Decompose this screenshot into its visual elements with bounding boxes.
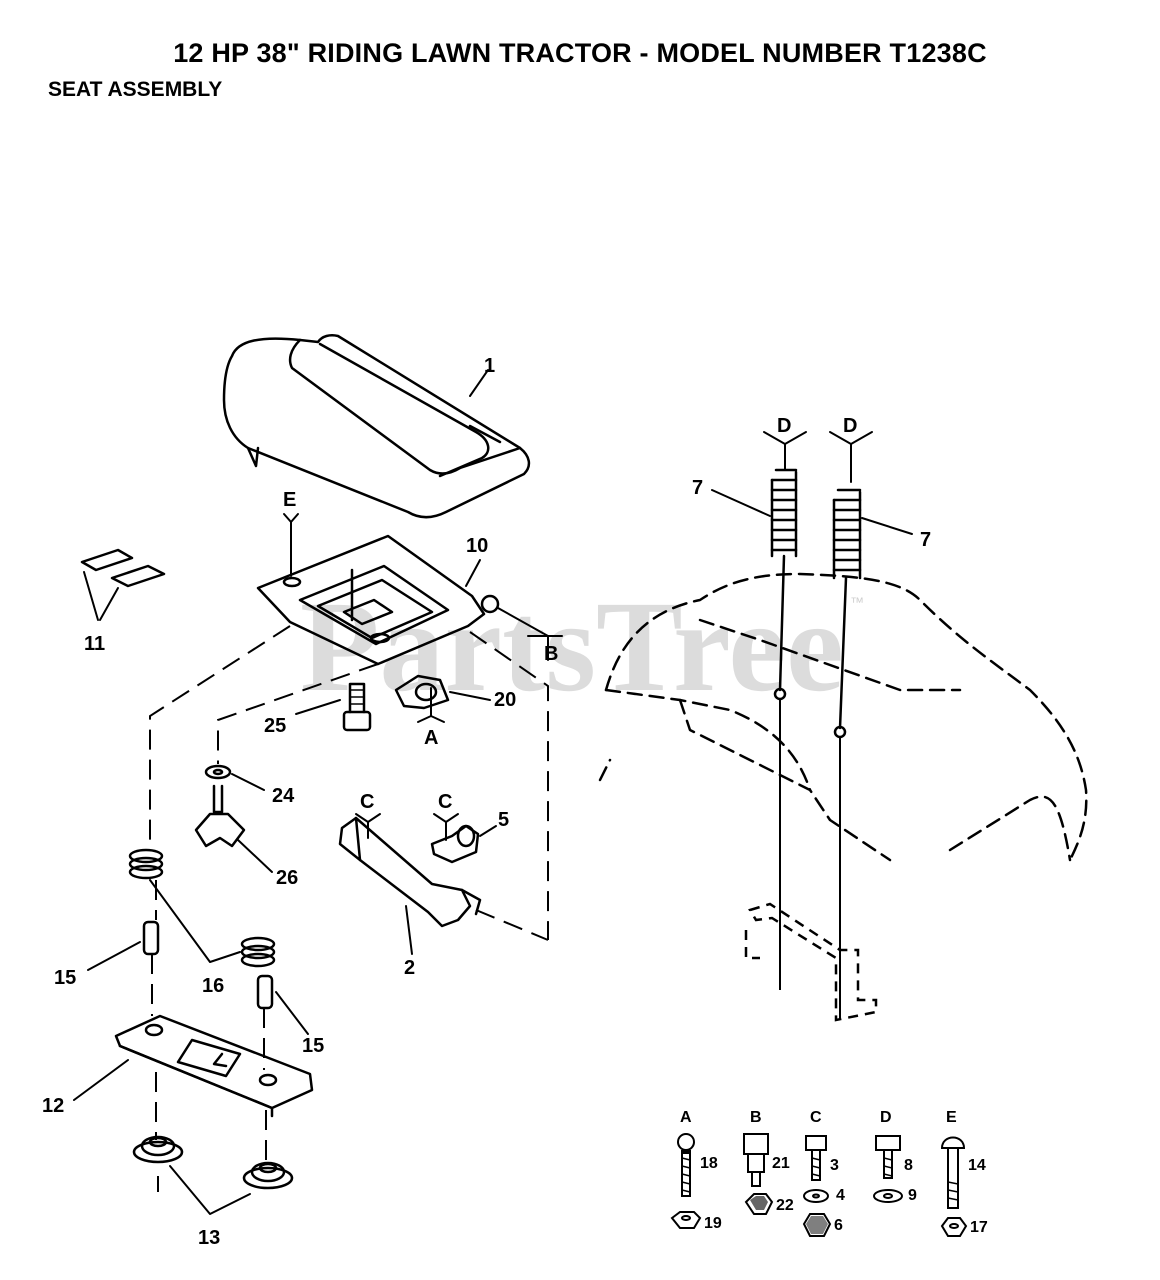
callout-7-left: 7: [692, 477, 703, 499]
spring-mount-lines: [779, 700, 841, 1020]
callout-2: 2: [404, 957, 415, 979]
callout-1: 1: [484, 355, 495, 377]
seat-clips: [80, 548, 166, 588]
hardware-letter-d: D: [880, 1109, 892, 1126]
rubber-bumper-right: [242, 1161, 294, 1190]
hardware-part-4: 4: [836, 1187, 845, 1204]
callout-12: 12: [42, 1095, 64, 1117]
hardware-part-17: 17: [970, 1219, 988, 1236]
callout-25: 25: [264, 715, 286, 737]
seat-support-plate: [114, 1014, 314, 1118]
hardware-part-9: 9: [908, 1187, 917, 1204]
callout-5: 5: [498, 809, 509, 831]
trademark-mark: ™: [850, 594, 864, 610]
spacer-right: [256, 974, 274, 1010]
leader-1: [469, 369, 489, 397]
ref-d-left: D: [777, 415, 791, 437]
hardware-letter-e: E: [946, 1109, 957, 1126]
hardware-part-6: 6: [834, 1217, 843, 1234]
hardware-group: [670, 1133, 968, 1237]
seat-hinge-bracket: [338, 816, 482, 928]
shoulder-bolt: [342, 682, 372, 732]
section-title: SEAT ASSEMBLY: [48, 78, 223, 101]
seat-pan: [256, 534, 500, 666]
callout-15-right: 15: [302, 1035, 324, 1057]
callout-16: 16: [202, 975, 224, 997]
hardware-part-19: 19: [704, 1215, 722, 1232]
callout-20: 20: [494, 689, 516, 711]
ref-a: A: [424, 727, 438, 749]
spring-right: [240, 936, 276, 968]
callout-26: 26: [276, 867, 298, 889]
spring-left: [128, 848, 164, 880]
hardware-part-8: 8: [904, 1157, 913, 1174]
pivot-bracket: [394, 674, 450, 710]
page-title: 12 HP 38" RIDING LAWN TRACTOR - MODEL NU…: [173, 38, 987, 68]
hardware-letter-b: B: [750, 1109, 762, 1126]
adjustment-knob: [194, 764, 246, 848]
callout-7-right: 7: [920, 529, 931, 551]
callout-13: 13: [198, 1227, 220, 1249]
callout-15-left: 15: [54, 967, 76, 989]
fender-outline: [598, 572, 1088, 862]
callout-11: 11: [84, 633, 105, 655]
rubber-bumper-left: [132, 1135, 184, 1164]
spacer-left: [142, 920, 160, 956]
seat-spring-left: [770, 468, 798, 701]
hardware-part-21: 21: [772, 1155, 790, 1172]
callout-24: 24: [272, 785, 295, 807]
ref-d-right: D: [843, 415, 857, 437]
seat-cushion: [222, 334, 531, 519]
seat-spring-right: [832, 488, 862, 739]
frame-bracket: [744, 902, 878, 1022]
ref-c-right: C: [438, 791, 452, 813]
hardware-part-22: 22: [776, 1197, 794, 1214]
watermark-text: PartsTree: [300, 575, 844, 719]
ref-c-left: C: [360, 791, 374, 813]
hardware-part-18: 18: [700, 1155, 718, 1172]
hardware-part-3: 3: [830, 1157, 839, 1174]
ref-b: B: [544, 643, 558, 665]
hardware-letter-a: A: [680, 1109, 692, 1126]
assembly-lines: [149, 625, 549, 1192]
bracket-clip: [430, 824, 480, 864]
callout-10: 10: [466, 535, 488, 557]
hardware-letter-c: C: [810, 1109, 822, 1126]
hardware-part-14: 14: [968, 1157, 986, 1174]
ref-e: E: [283, 489, 296, 511]
